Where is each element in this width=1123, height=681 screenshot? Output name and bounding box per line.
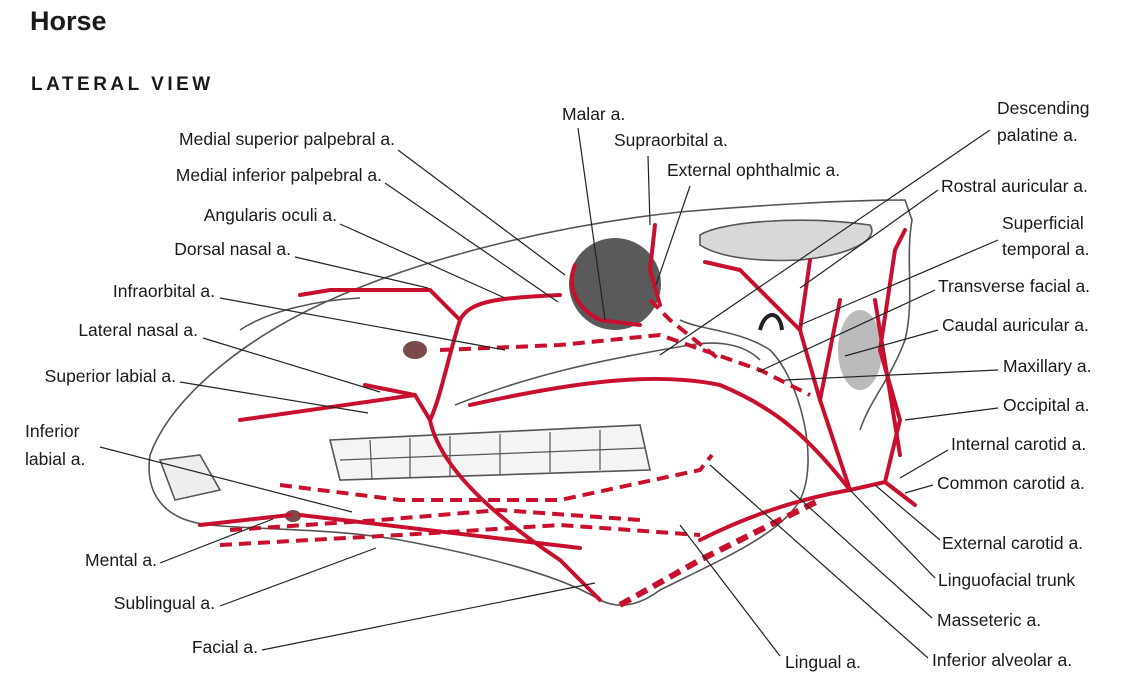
view-subtitle: LATERAL VIEW <box>31 74 214 95</box>
ear-process <box>838 310 882 390</box>
label-sublingual: Sublingual a. <box>113 593 215 613</box>
label-malar: Malar a. <box>562 104 626 124</box>
label-linguofacial-trunk: Linguofacial trunk <box>938 570 1076 590</box>
label-caudal-auricular: Caudal auricular a. <box>942 315 1089 335</box>
label-inferior-labial-line2: labial a. <box>25 449 86 469</box>
label-medial-inferior-palpebral: Medial inferior palpebral a. <box>175 165 382 185</box>
label-superior-labial: Superior labial a. <box>44 366 176 386</box>
label-lateral-nasal: Lateral nasal a. <box>78 320 198 340</box>
label-angularis-oculi: Angularis oculi a. <box>203 205 337 225</box>
label-external-ophthalmic: External ophthalmic a. <box>667 160 841 180</box>
label-common-carotid: Common carotid a. <box>937 473 1085 493</box>
label-maxillary: Maxillary a. <box>1003 356 1092 376</box>
arteries-dashed <box>219 298 822 608</box>
label-lingual: Lingual a. <box>785 652 861 672</box>
label-descending-palatine-line2: palatine a. <box>997 125 1078 145</box>
page-title: Horse <box>30 6 107 36</box>
label-medial-superior-palpebral: Medial superior palpebral a. <box>179 129 395 149</box>
label-mental: Mental a. <box>85 550 157 570</box>
label-masseteric: Masseteric a. <box>937 610 1042 630</box>
label-superficial-temporal-line2: temporal a. <box>1002 239 1090 259</box>
label-infraorbital: Infraorbital a. <box>112 281 215 301</box>
leader-lines <box>99 127 999 659</box>
label-transverse-facial: Transverse facial a. <box>938 276 1091 296</box>
label-supraorbital: Supraorbital a. <box>614 130 728 150</box>
label-facial: Facial a. <box>191 637 258 657</box>
label-dorsal-nasal: Dorsal nasal a. <box>174 239 291 259</box>
label-internal-carotid: Internal carotid a. <box>951 434 1087 454</box>
orbit <box>569 238 661 330</box>
mental-foramen <box>285 510 301 522</box>
infraorbital-foramen <box>403 341 427 359</box>
ear-canal <box>758 313 784 331</box>
label-rostral-auricular: Rostral auricular a. <box>941 176 1088 196</box>
label-external-carotid: External carotid a. <box>942 533 1084 553</box>
arteries-solid <box>198 223 917 602</box>
label-descending-palatine-line1: Descending <box>997 98 1090 118</box>
label-superficial-temporal-line1: Superficial <box>1002 213 1084 233</box>
label-occipital: Occipital a. <box>1003 395 1090 415</box>
label-inferior-alveolar: Inferior alveolar a. <box>932 650 1073 670</box>
label-inferior-labial-line1: Inferior <box>25 421 80 441</box>
